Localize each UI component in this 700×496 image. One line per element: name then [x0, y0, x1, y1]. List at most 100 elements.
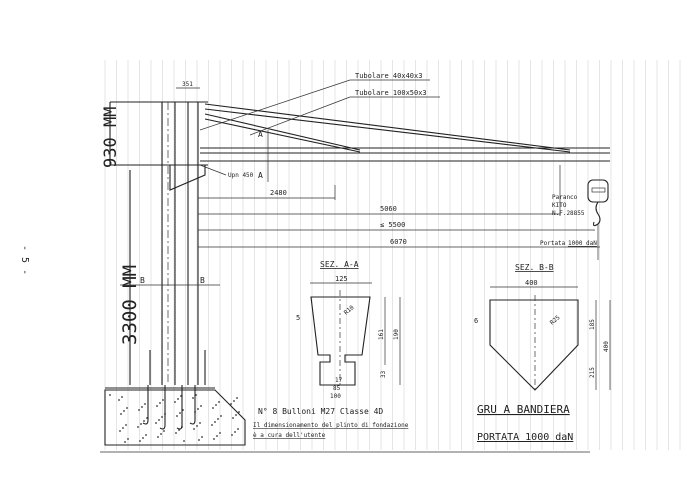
section-mark-a-top: A	[258, 130, 263, 139]
aa-w-bottom: 100	[330, 393, 341, 400]
concrete-dot	[123, 410, 125, 412]
concrete-dot	[234, 431, 236, 433]
concrete-dot	[201, 436, 203, 438]
note-line3: è a cura dell'utente	[253, 432, 326, 439]
upn-label: Upn 450	[228, 172, 254, 179]
concrete-dot	[159, 402, 161, 404]
page-number: - 5 -	[19, 245, 30, 275]
concrete-dot	[145, 434, 147, 436]
section-aa-title: SEZ. A-A	[320, 260, 359, 269]
mast: 351 B B	[110, 81, 220, 385]
note-line2: Il dimensionamento del plinto di fondazi…	[253, 422, 409, 429]
concrete-dot	[125, 424, 127, 426]
tube-small-label: Tubolare 40x40x3	[355, 72, 422, 80]
concrete-dot	[120, 413, 122, 415]
concrete-dot	[177, 398, 179, 400]
section-mark-b-right: B	[200, 276, 205, 285]
section-bb-title: SEZ. B-B	[515, 263, 554, 272]
concrete-dot	[237, 428, 239, 430]
concrete-dot	[155, 422, 157, 424]
section-mark-a-bottom: A	[258, 171, 263, 180]
hoist-capacity-value: 1000 daN	[568, 240, 597, 247]
aa-h3: 33	[380, 370, 387, 378]
bb-h2: 215	[589, 367, 596, 378]
concrete-dot	[215, 404, 217, 406]
concrete-dot	[200, 405, 202, 407]
concrete-dot	[178, 429, 180, 431]
section-a-a: SEZ. A-A 125 R10 5 161 190 33 17 85 100	[296, 260, 401, 400]
aa-w-mid: 85	[333, 385, 341, 392]
concrete-dot	[232, 417, 234, 419]
section-mark-b-left: B	[140, 276, 145, 285]
concrete-dot	[196, 425, 198, 427]
concrete-dot	[121, 396, 123, 398]
concrete-dot	[179, 412, 181, 414]
concrete-dot	[127, 438, 129, 440]
hoist-capacity-label: Portata	[540, 240, 566, 247]
concrete-dot	[198, 439, 200, 441]
bb-h-total: 400	[603, 341, 610, 352]
notes: N° 8 Bulloni M27 Classe 4D Il dimensiona…	[253, 407, 409, 439]
tube-large-label: Tubolare 100x50x3	[355, 89, 427, 97]
title-block: GRU A BANDIERA PORTATA 1000 daN	[477, 403, 573, 443]
dim-5500: ≤ 5500	[380, 221, 405, 229]
paper-grid-lines	[104, 60, 681, 450]
concrete-dot	[230, 403, 232, 405]
concrete-dot	[144, 403, 146, 405]
drawing-capacity: PORTATA 1000 daN	[477, 432, 573, 443]
concrete-dot	[236, 397, 238, 399]
concrete-dot	[213, 438, 215, 440]
height-top-label: 930 MM	[101, 107, 121, 168]
concrete-dot	[162, 399, 164, 401]
concrete-dot	[183, 440, 185, 442]
concrete-dot	[218, 401, 220, 403]
concrete-dot	[140, 423, 142, 425]
concrete-dot	[158, 419, 160, 421]
top-width-label: 351	[182, 81, 193, 88]
dim-2480: 2480	[270, 189, 287, 197]
concrete-dot	[141, 406, 143, 408]
concrete-dot	[163, 430, 165, 432]
bb-h1: 185	[589, 319, 596, 330]
concrete-dot	[176, 415, 178, 417]
aa-thickness: 5	[296, 314, 300, 322]
concrete-dot	[138, 409, 140, 411]
concrete-dot	[219, 432, 221, 434]
concrete-dot	[231, 434, 233, 436]
dim-6070: 6070	[390, 238, 407, 246]
hoist: Paranco KITO N.F.28855 Portata 1000 daN	[540, 179, 609, 260]
concrete-dot	[211, 424, 213, 426]
concrete-dot	[160, 433, 162, 435]
reach-dimensions: 2480 5060 ≤ 5500 6070	[198, 165, 600, 248]
drawing-title: GRU A BANDIERA	[477, 403, 570, 416]
concrete-dot	[157, 436, 159, 438]
aa-h1: 161	[378, 329, 385, 340]
concrete-dot	[174, 401, 176, 403]
concrete-dot	[161, 416, 163, 418]
concrete-dot	[214, 421, 216, 423]
hoist-line1: Paranco	[552, 194, 578, 201]
hoist-line3: N.F.28855	[552, 210, 585, 217]
concrete-dot	[118, 399, 120, 401]
bb-thickness: 6	[474, 317, 478, 325]
concrete-dot	[193, 428, 195, 430]
height-dimensions: 930 MM 3300 MM	[101, 102, 141, 385]
boom: A A Upn 450 Tubolare 40x40x3 Tubolare 10…	[199, 72, 610, 182]
height-mast-label: 3300 MM	[119, 265, 141, 345]
concrete-dot	[238, 411, 240, 413]
bb-width: 400	[525, 279, 538, 287]
concrete-dot	[199, 422, 201, 424]
concrete-dot	[216, 435, 218, 437]
concrete-dot	[192, 397, 194, 399]
concrete-dot	[197, 408, 199, 410]
concrete-dot	[109, 394, 111, 396]
hoist-line2: KITO	[552, 202, 567, 209]
aa-w-inner: 17	[335, 377, 343, 384]
concrete-dot	[119, 430, 121, 432]
concrete-dot	[137, 426, 139, 428]
concrete-dot	[156, 405, 158, 407]
foundation	[104, 385, 246, 446]
note-bolts: N° 8 Bulloni M27 Classe 4D	[258, 407, 383, 416]
concrete-dot	[122, 427, 124, 429]
